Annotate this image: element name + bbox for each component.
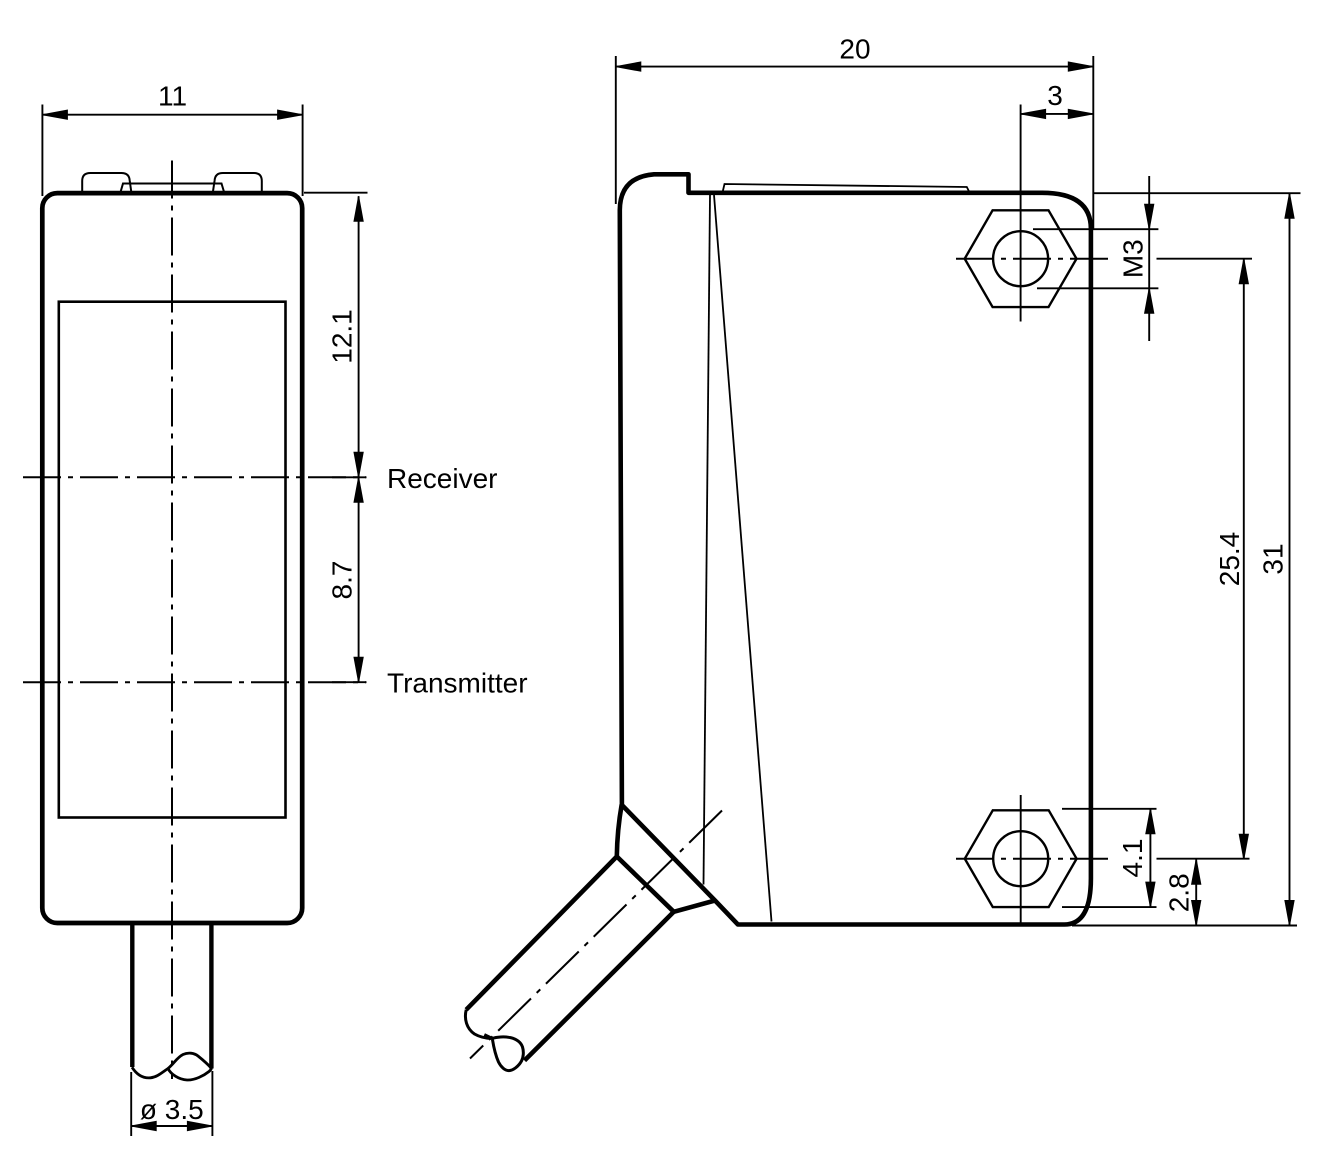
svg-text:ø 3.5: ø 3.5 [140, 1094, 204, 1125]
svg-text:20: 20 [839, 34, 870, 65]
svg-text:8.7: 8.7 [327, 561, 358, 600]
svg-text:Transmitter: Transmitter [387, 668, 528, 699]
svg-text:2.8: 2.8 [1164, 873, 1195, 912]
svg-text:25.4: 25.4 [1214, 532, 1245, 587]
svg-text:11: 11 [158, 81, 187, 112]
svg-text:M3: M3 [1118, 239, 1149, 278]
svg-text:Receiver: Receiver [387, 463, 497, 494]
svg-text:4.1: 4.1 [1117, 839, 1148, 878]
svg-text:3: 3 [1047, 80, 1063, 111]
svg-text:31: 31 [1258, 543, 1289, 574]
svg-text:12.1: 12.1 [327, 309, 358, 364]
